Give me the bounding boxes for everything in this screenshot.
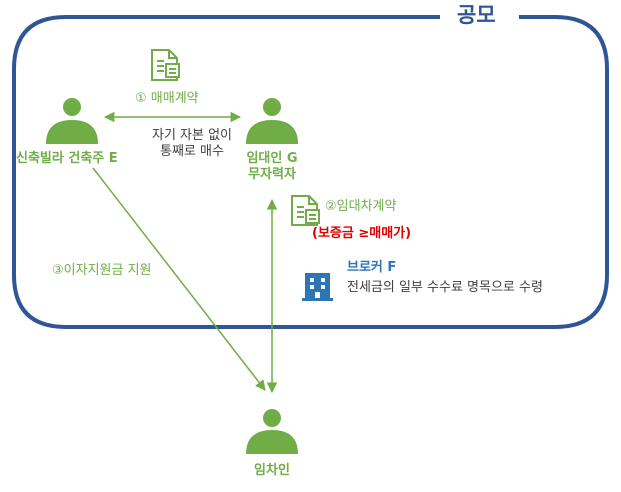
lease-contract-label: ②임대차계약 — [325, 199, 397, 214]
broker-building-icon — [302, 273, 333, 301]
sale-contract-label: ① 매매계약 — [135, 91, 199, 106]
builder-label: 신축빌라 건축주 E — [16, 151, 118, 166]
sale-note-line1: 자기 자본 없이 — [151, 128, 233, 143]
sale-contract-document-icon — [151, 49, 180, 81]
tenant-label: 임차인 — [254, 463, 290, 478]
broker-note: 전세금의 일부 수수료 명목으로 수령 — [347, 280, 543, 295]
lease-deposit-condition: (보증금 ≥매매가) — [312, 226, 412, 241]
landlord-label: 임대인 G 무자력자 — [232, 151, 312, 182]
builder-person-icon — [46, 98, 98, 144]
landlord-label-line1: 임대인 G — [246, 151, 298, 166]
landlord-person-icon — [246, 98, 298, 144]
sale-note-line2: 통째로 매수 — [160, 143, 224, 159]
sale-note: 자기 자본 없이 통째로 매수 — [140, 128, 244, 159]
conspiracy-group-frame — [12, 15, 609, 329]
lease-contract-document-icon — [291, 195, 320, 226]
tenant-person-icon — [246, 409, 298, 454]
broker-name: 브로커 F — [347, 260, 397, 275]
conspiracy-group-label: 공모 — [457, 3, 496, 27]
interest-support-arrow — [92, 167, 266, 391]
landlord-label-line2: 무자력자 — [248, 166, 296, 182]
interest-support-label: ③이자지원금 지원 — [52, 263, 152, 278]
